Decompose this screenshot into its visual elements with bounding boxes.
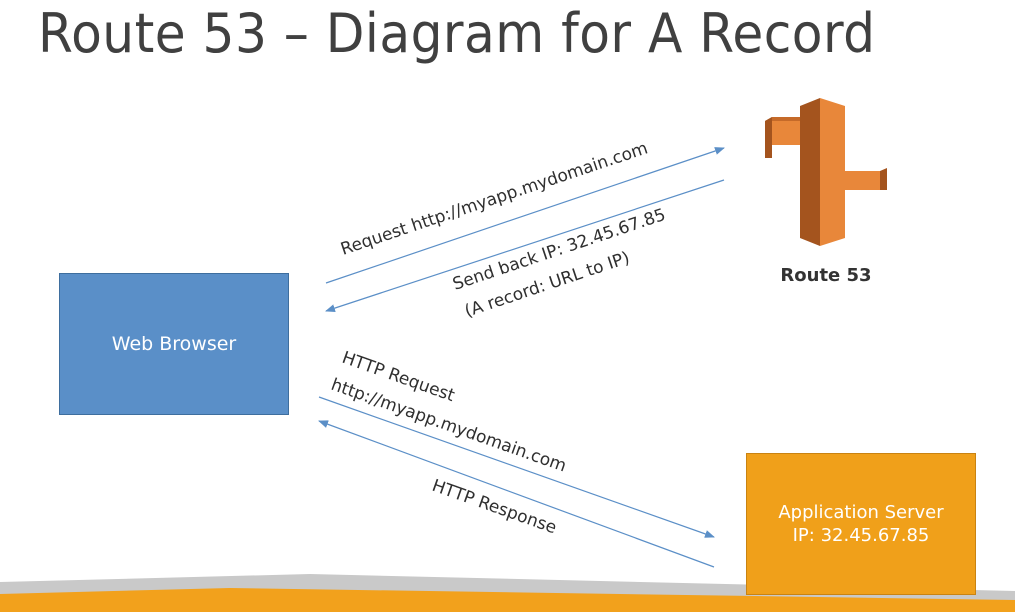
app-server-ip: IP: 32.45.67.85 [792,525,930,546]
dns-response-arrow [325,179,725,312]
route53-label: Route 53 [780,265,872,286]
http-response-arrow [318,420,715,568]
http-request-arrow [318,396,715,538]
web-browser-node: Web Browser [59,273,289,415]
dns-request-arrow [325,147,725,284]
application-server-node: Application Server IP: 32.45.67.85 [746,453,976,595]
app-server-name: Application Server [778,501,944,523]
route53-icon [765,98,887,246]
page-title: Route 53 – Diagram for A Record [38,2,876,65]
footer-decoration [0,574,1015,612]
web-browser-label: Web Browser [111,332,237,355]
